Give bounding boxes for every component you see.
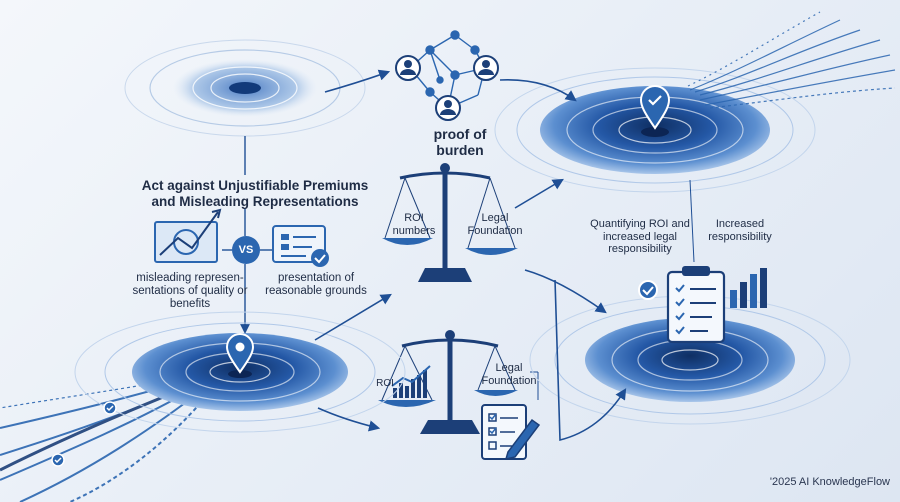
vs-badge: VS [232, 236, 260, 264]
diagram-title: Act against Unjustifiable Premiums and M… [120, 178, 390, 209]
title-line-1: Act against Unjustifiable Premiums [141, 178, 369, 193]
flow-arrow [324, 69, 391, 93]
document-check-icon [272, 225, 329, 267]
bar-chart-icon [730, 268, 767, 308]
balance-scale-icon [378, 330, 518, 434]
flow-arrow [314, 293, 392, 341]
copyright-footer: '2025 AI KnowledgeFlow [769, 476, 890, 488]
quantifying-roi-label: Quantifying ROI and increased legal resp… [590, 218, 690, 256]
connector-line [689, 179, 695, 263]
chart-card-icon [154, 208, 222, 263]
flow-arrow [317, 407, 381, 432]
balance-scale-icon [382, 163, 518, 282]
scale-bottom-right-label: Legal Foundation [481, 362, 537, 387]
check-badge-icon [51, 453, 65, 467]
check-badge-icon [638, 280, 658, 300]
proof-of-burden-label: proof of burden [433, 126, 487, 159]
scale-top-left-label: ROI numbers [392, 212, 436, 237]
reasonable-grounds-label: presentation of reasonable grounds [265, 272, 367, 298]
vortex-top-left [124, 39, 366, 137]
increased-responsibility-label: Increased responsibility [708, 218, 772, 243]
user-node-icon [435, 95, 461, 121]
location-pin-icon [639, 85, 671, 130]
title-line-2: and Misleading Representations [151, 193, 359, 209]
flow-arrow [554, 279, 627, 442]
flow-arrow [499, 79, 577, 102]
location-pin-icon [225, 333, 255, 374]
misleading-representations-label: misleading represen- sentations of quali… [132, 272, 248, 311]
user-node-icon [395, 55, 421, 81]
scale-bottom-left-label: ROI [376, 378, 394, 389]
check-badge-icon [103, 401, 117, 415]
flow-arrow [524, 269, 607, 314]
scale-top-right-label: Legal Foundation [467, 212, 523, 237]
clipboard-checklist-icon [666, 266, 726, 344]
data-stream-top-right [687, 11, 896, 109]
user-node-icon [473, 55, 499, 81]
clipboard-pen-icon [481, 404, 541, 461]
flow-arrow [514, 178, 564, 209]
